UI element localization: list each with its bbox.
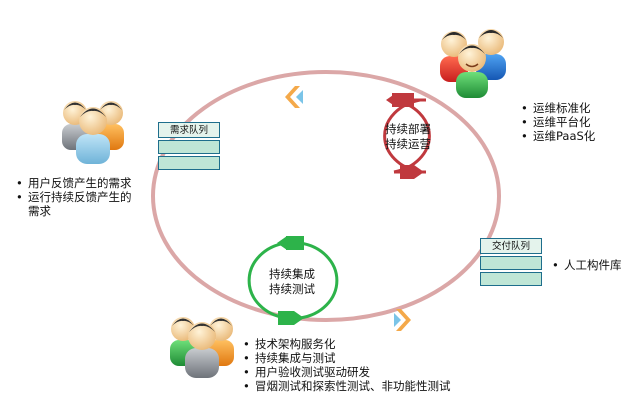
feedback-bullets: 用户反馈产生的需求 运行持续反馈产生的 bbox=[14, 176, 132, 204]
demand-queue-slot bbox=[158, 156, 220, 170]
main-cycle-ring bbox=[151, 70, 501, 322]
delivery-queue-slot bbox=[480, 272, 542, 286]
deploy-loop-label: 持续部署 持续运营 bbox=[368, 122, 448, 152]
list-item: 用户验收测试驱动研发 bbox=[241, 365, 451, 379]
integration-arrow-top-body bbox=[286, 236, 304, 250]
integration-loop-label: 持续集成 持续测试 bbox=[252, 267, 332, 297]
list-item: 人工构件库 bbox=[550, 258, 622, 272]
list-item: 冒烟测试和探索性测试、非功能性测试 bbox=[241, 379, 451, 393]
deploy-arrow-bottom-icon bbox=[414, 165, 424, 179]
deploy-arrow-bottom-body bbox=[400, 165, 414, 179]
integration-arrow-top-icon bbox=[277, 236, 287, 250]
list-item: 运维PaaS化 bbox=[519, 129, 595, 143]
deploy-label-line-1: 持续部署 bbox=[385, 122, 431, 136]
integration-arrow-bottom-icon bbox=[294, 311, 304, 325]
delivery-queue: 交付队列 bbox=[480, 238, 542, 286]
list-item: 持续集成与测试 bbox=[241, 351, 451, 365]
team-icon bbox=[440, 29, 506, 98]
demand-queue-slot bbox=[158, 140, 220, 154]
list-item: 用户反馈产生的需求 bbox=[14, 176, 132, 190]
deploy-arrow-top-body bbox=[392, 93, 414, 107]
demand-queue-label: 需求队列 bbox=[158, 122, 220, 138]
integration-arrow-bottom-body bbox=[278, 311, 294, 325]
list-item: 运维平台化 bbox=[519, 115, 595, 129]
list-item: 运行持续反馈产生的 bbox=[14, 190, 132, 204]
operations-bullets: 运维标准化 运维平台化 运维PaaS化 bbox=[519, 101, 595, 143]
list-item: 技术架构服务化 bbox=[241, 337, 451, 351]
feedback-bullet-continuation: 需求 bbox=[28, 204, 51, 218]
delivery-queue-label: 交付队列 bbox=[480, 238, 542, 254]
team-icon bbox=[170, 317, 234, 378]
integration-bullets: 技术架构服务化 持续集成与测试 用户验收测试驱动研发 冒烟测试和探索性测试、非功… bbox=[241, 337, 451, 393]
integration-label-line-1: 持续集成 bbox=[269, 267, 315, 281]
artifact-bullets: 人工构件库 bbox=[550, 258, 622, 272]
deploy-label-line-2: 持续运营 bbox=[385, 137, 431, 151]
team-icon bbox=[62, 101, 124, 164]
list-item: 运维标准化 bbox=[519, 101, 595, 115]
chevron-top-icon bbox=[285, 86, 303, 108]
delivery-queue-slot bbox=[480, 256, 542, 270]
chevron-bottom-icon bbox=[394, 309, 411, 331]
demand-queue: 需求队列 bbox=[158, 122, 220, 170]
integration-label-line-2: 持续测试 bbox=[269, 282, 315, 296]
